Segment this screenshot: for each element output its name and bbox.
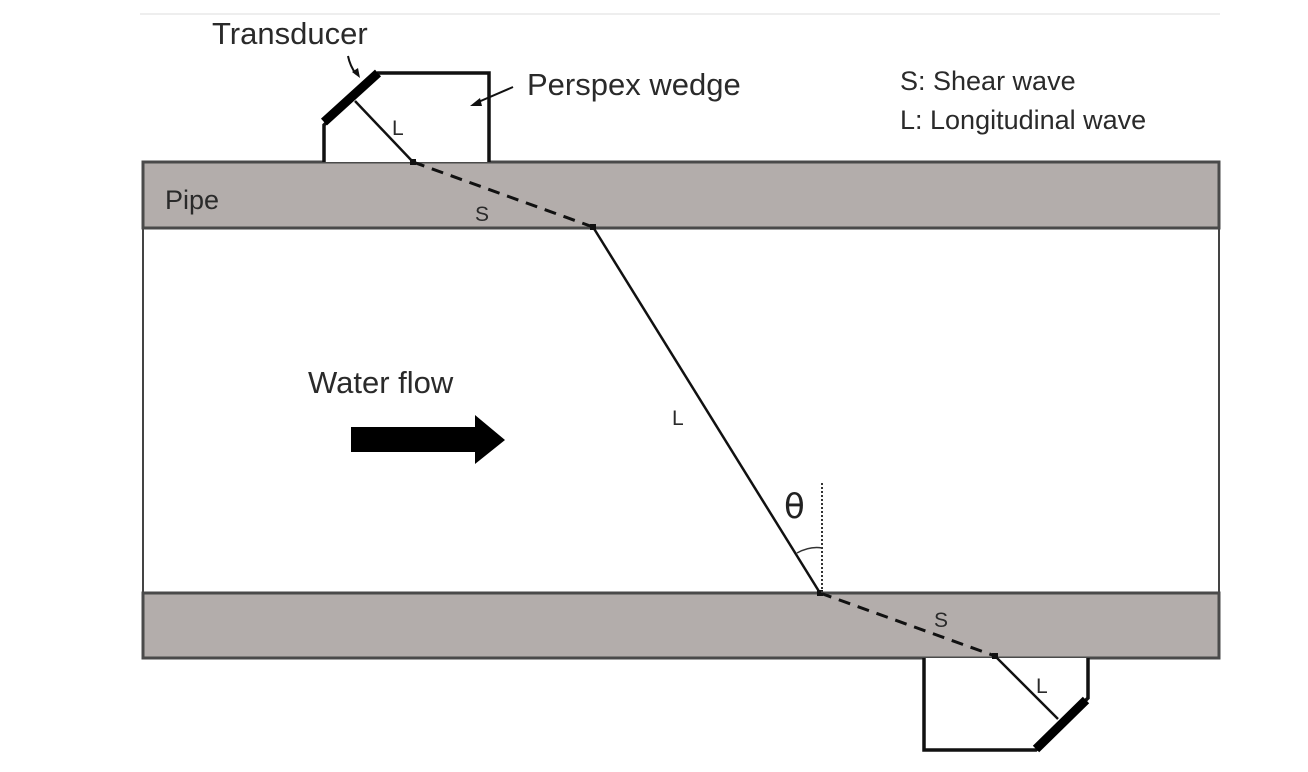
- lower-pipe-shear-path: [819, 591, 996, 658]
- opposite-wall-point-marker: [817, 590, 823, 596]
- lower-wedge-wave-label: L: [1036, 675, 1048, 698]
- upper-pipe-shear-path: [412, 160, 594, 229]
- pipe-label: Pipe: [165, 185, 219, 215]
- wedge-label: Perspex wedge: [527, 67, 741, 102]
- water-wave-label: L: [672, 407, 684, 430]
- legend-longitudinal: L: Longitudinal wave: [900, 105, 1146, 135]
- theta-label: θ: [784, 487, 805, 527]
- upper-perspex-wedge: [322, 71, 491, 162]
- upper-transducer: [320, 69, 382, 126]
- entry-point-marker: [410, 159, 416, 165]
- angle-arc: [796, 546, 823, 554]
- water-flow-arrow-icon: [351, 415, 505, 464]
- exit-point-marker: [992, 653, 998, 659]
- pipe-bottom-wall: [141, 591, 1221, 660]
- upper-wedge-wave-label: L: [392, 117, 404, 140]
- pipe-top-wall: [141, 160, 1221, 230]
- lower-pipe-wave-label: S: [934, 609, 948, 632]
- legend-shear: S: Shear wave: [900, 66, 1076, 96]
- transducer-pointer: [347, 55, 360, 78]
- water-longitudinal-path: [591, 226, 822, 594]
- inner-wall-point-marker: [590, 224, 596, 230]
- upper-wedge-longitudinal-path: [354, 100, 414, 163]
- wedge-pointer: [470, 86, 514, 106]
- lower-wedge-longitudinal-path: [994, 655, 1059, 720]
- water-flow-label: Water flow: [308, 365, 454, 400]
- transducer-label: Transducer: [212, 16, 368, 51]
- lower-transducer: [1032, 696, 1090, 753]
- upper-pipe-wave-label: S: [475, 203, 489, 226]
- lower-perspex-wedge: [922, 658, 1090, 752]
